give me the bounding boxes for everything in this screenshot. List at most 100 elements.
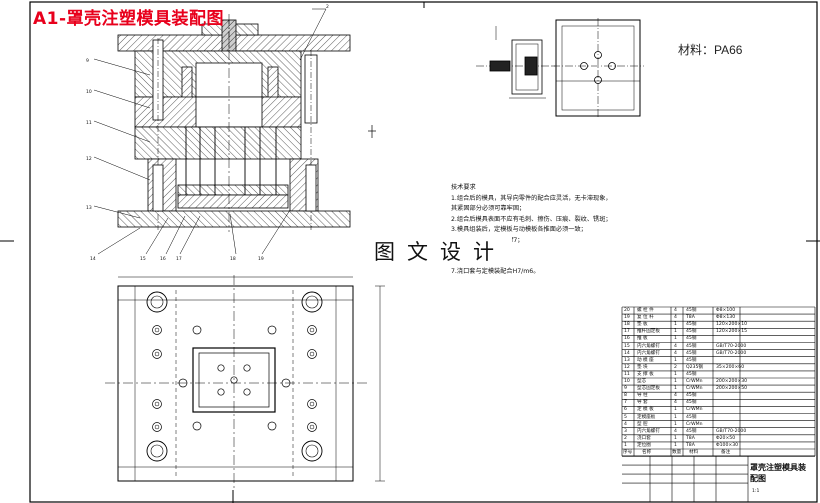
bom-header-qty: 数量 xyxy=(672,450,682,455)
cavity-pin-hole xyxy=(217,364,225,372)
bom-cell-material: CrWMn xyxy=(686,386,703,392)
screw-thread xyxy=(154,424,160,430)
bom-cell-material: 45钢 xyxy=(686,393,697,399)
bom-cell-name: 垫 板 xyxy=(637,322,648,328)
bom-header-material: 材料 xyxy=(689,450,699,455)
bom-cell-note: Φ20×50 xyxy=(716,435,736,441)
bom-cell-name: 动 模 座 xyxy=(637,357,654,363)
bom-cell-qty: 1 xyxy=(674,407,677,413)
screw-thread xyxy=(309,351,315,357)
bom-cell-name: 型芯 xyxy=(637,379,647,384)
guide-pillar-hole xyxy=(305,444,319,458)
screw-hole xyxy=(307,399,317,409)
title-block-scale: 1:1 xyxy=(752,489,760,494)
bom-cell-name: 导 套 xyxy=(637,400,648,406)
leader-numbers: 2 9 10 11 12 13 14 15 16 17 18 19 xyxy=(86,4,329,262)
product-view-side xyxy=(476,26,555,99)
bom-cell-name: 型芯固定板 xyxy=(637,386,660,392)
section-view xyxy=(117,14,376,232)
bom-cell-no: 18 xyxy=(624,322,630,328)
bom-cell-material: 45钢 xyxy=(686,400,697,406)
bom-cell-no: 13 xyxy=(624,357,630,363)
cavity-pin-hole xyxy=(243,364,251,372)
bom-cell-material: T8A xyxy=(686,315,695,321)
bom-cell-name: 垫 块 xyxy=(637,364,648,370)
bom-cell-material: 45钢 xyxy=(686,336,697,342)
bom-cell-qty: 4 xyxy=(674,428,677,434)
bom-cell-material: 45钢 xyxy=(686,329,697,335)
bom-cell-name: 型 腔 xyxy=(637,421,648,427)
leader-number: 2 xyxy=(326,4,329,10)
bom-header-name: 名称 xyxy=(642,450,652,455)
ejector-hole xyxy=(192,325,202,335)
leader-number: 18 xyxy=(230,256,236,262)
bom-cell-qty: 1 xyxy=(674,336,677,342)
bom-cell-qty: 4 xyxy=(674,393,677,399)
product-view-top xyxy=(552,18,644,118)
bom-cell-material: 45钢 xyxy=(686,322,697,328)
guide-bore-hole xyxy=(301,440,323,462)
bom-cell-name: 浇口套 xyxy=(637,435,651,441)
bom-cell-material: 45钢 xyxy=(686,414,697,420)
tech-requirement-line: 技术要求 xyxy=(451,184,476,191)
leader-number: 16 xyxy=(160,256,166,262)
bom-cell-note: 120×200×15 xyxy=(716,329,748,335)
leader-number: 11 xyxy=(86,120,92,126)
bom-cell-no: 1 xyxy=(624,442,627,448)
leader-number: 10 xyxy=(86,89,92,95)
bom-cell-no: 20 xyxy=(624,308,630,313)
bom-cell-qty: 1 xyxy=(674,329,677,335)
bom-cell-no: 7 xyxy=(624,400,627,406)
bom-cell-no: 3 xyxy=(624,428,627,434)
bom-cell-qty: 1 xyxy=(674,322,677,328)
bom-cell-note: 200×200×50 xyxy=(716,386,748,392)
leader-number: 13 xyxy=(86,205,92,211)
screw-thread xyxy=(309,424,315,430)
screw-hole xyxy=(307,422,317,432)
ejector-hole xyxy=(192,421,202,431)
title-block-name: 罩壳注塑模具装配图 xyxy=(750,463,806,483)
bom-cell-name: 推杆固定板 xyxy=(637,329,660,335)
screw-hole xyxy=(152,349,162,359)
bom-cell-no: 14 xyxy=(624,350,630,356)
bom-cell-name: 定位圈 xyxy=(637,442,651,448)
bom-cell-material: Q235钢 xyxy=(686,364,703,370)
guide-bore-hole xyxy=(301,291,323,313)
bom-cell-no: 6 xyxy=(624,407,627,413)
ejector-hole xyxy=(281,378,291,388)
leader-number: 12 xyxy=(86,156,92,162)
bom-cell-qty: 4 xyxy=(674,308,677,313)
bom-cell-qty: 4 xyxy=(674,400,677,406)
bom-cell-name: 导 柱 xyxy=(637,393,648,399)
leader-lines xyxy=(93,8,327,255)
bom-cell-qty: 1 xyxy=(674,371,677,377)
screw-hole xyxy=(152,325,162,335)
bom-cell-no: 2 xyxy=(624,435,627,441)
bom-cell-qty: 4 xyxy=(674,315,677,321)
bom-cell-note: 120×200×10 xyxy=(716,322,748,328)
bom-cell-no: 5 xyxy=(624,414,627,420)
bom-header-no: 序号 xyxy=(623,450,633,455)
bom-cell-material: T8A xyxy=(686,435,695,441)
ejector-hole xyxy=(267,421,277,431)
cavity-pin-hole xyxy=(217,388,225,396)
plan-holes xyxy=(146,291,323,462)
bom-cell-material: 45钢 xyxy=(686,350,697,356)
bom-cell-qty: 1 xyxy=(674,421,677,427)
bom-cell-no: 11 xyxy=(624,371,630,377)
bom-cell-no: 8 xyxy=(624,393,627,399)
bom-cell-name: 支 撑 板 xyxy=(637,371,654,377)
guide-pillar-hole xyxy=(150,295,164,309)
bom-cell-note: GB/T70-2000 xyxy=(716,350,747,356)
bom-cell-material: CrWMn xyxy=(686,379,703,384)
bom-cell-note: Φ100×30 xyxy=(716,442,739,448)
plan-view xyxy=(105,275,385,490)
screw-hole xyxy=(152,399,162,409)
bom-cell-no: 4 xyxy=(624,421,627,427)
ejector-hole xyxy=(267,325,277,335)
bom-cell-material: 45钢 xyxy=(686,428,697,434)
bom-cell-qty: 1 xyxy=(674,379,677,384)
screw-thread xyxy=(309,401,315,407)
bom-cell-material: 45钢 xyxy=(686,343,697,349)
